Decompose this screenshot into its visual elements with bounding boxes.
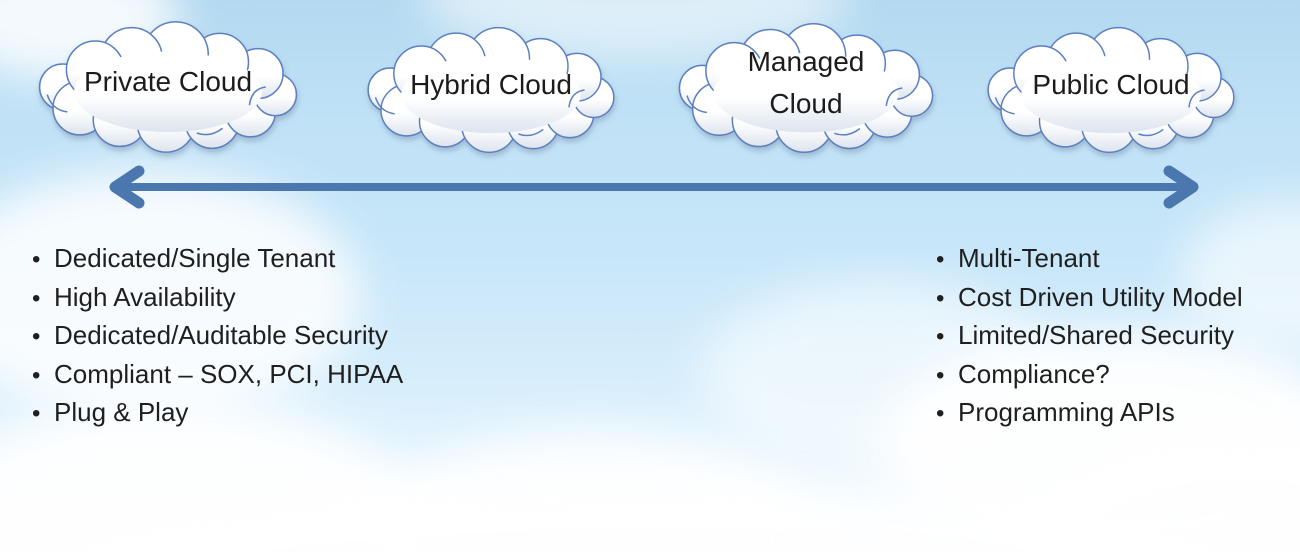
list-item-text: Plug & Play — [54, 397, 189, 428]
bullet-icon: • — [32, 400, 41, 428]
bullet-icon: • — [32, 246, 41, 273]
spectrum-arrow — [98, 164, 1210, 210]
list-item-text: Dedicated/Auditable Security — [54, 320, 388, 351]
cloud-shape-private: Private Cloud — [12, 18, 324, 156]
double-arrow-icon — [109, 165, 1199, 209]
list-item: • Programming APIs — [936, 394, 1243, 433]
cloud-label-text: Hybrid Cloud — [410, 69, 572, 100]
bullet-icon: • — [936, 246, 945, 273]
bullet-icon: • — [32, 361, 41, 389]
list-item-text: Compliant – SOX, PCI, HIPAA — [54, 358, 404, 389]
list-item: • Dedicated/Auditable Security — [32, 317, 403, 356]
cloud-label-text: Managed Cloud — [747, 46, 865, 119]
cloud-shape-public: Public Cloud — [960, 24, 1262, 156]
public-cloud-features-list: • Multi-Tenant • Cost Driven Utility Mod… — [936, 240, 1243, 433]
list-item: • Limited/Shared Security — [936, 317, 1243, 356]
cloud-shape-hybrid: Hybrid Cloud — [340, 24, 642, 156]
bullet-icon: • — [936, 361, 945, 389]
list-item-text: High Availability — [54, 281, 236, 312]
list-item-text: Cost Driven Utility Model — [958, 281, 1243, 312]
bullet-icon: • — [936, 400, 945, 428]
list-item-text: Compliance? — [958, 358, 1110, 389]
list-item-text: Programming APIs — [958, 397, 1175, 428]
list-item: • Plug & Play — [32, 394, 403, 433]
list-item-text: Limited/Shared Security — [958, 320, 1235, 351]
list-item-text: Dedicated/Single Tenant — [54, 243, 336, 273]
bullet-icon: • — [32, 284, 41, 312]
list-item: • High Availability — [32, 279, 403, 318]
list-item: • Multi-Tenant — [936, 240, 1243, 279]
bullet-icon: • — [32, 323, 41, 351]
bullet-icon: • — [936, 323, 945, 351]
list-item: • Dedicated/Single Tenant — [32, 240, 403, 279]
cloud-label-hybrid: Hybrid Cloud — [340, 24, 642, 156]
background-cloud — [0, 170, 360, 420]
bullet-icon: • — [936, 284, 945, 312]
list-item: • Compliant – SOX, PCI, HIPAA — [32, 356, 403, 395]
list-item: • Cost Driven Utility Model — [936, 279, 1243, 318]
cloud-label-private: Private Cloud — [12, 18, 324, 156]
list-item: • Compliance? — [936, 356, 1243, 395]
cloud-label-public: Public Cloud — [960, 24, 1262, 156]
list-item-text: Multi-Tenant — [958, 243, 1100, 273]
cloud-label-text: Public Cloud — [1032, 69, 1190, 100]
cloud-label-text: Private Cloud — [83, 66, 253, 97]
private-cloud-features-list: • Dedicated/Single Tenant • High Availab… — [32, 240, 403, 433]
cloud-shape-managed: Managed Cloud — [654, 20, 958, 156]
cloud-label-managed: Managed Cloud — [654, 20, 958, 156]
